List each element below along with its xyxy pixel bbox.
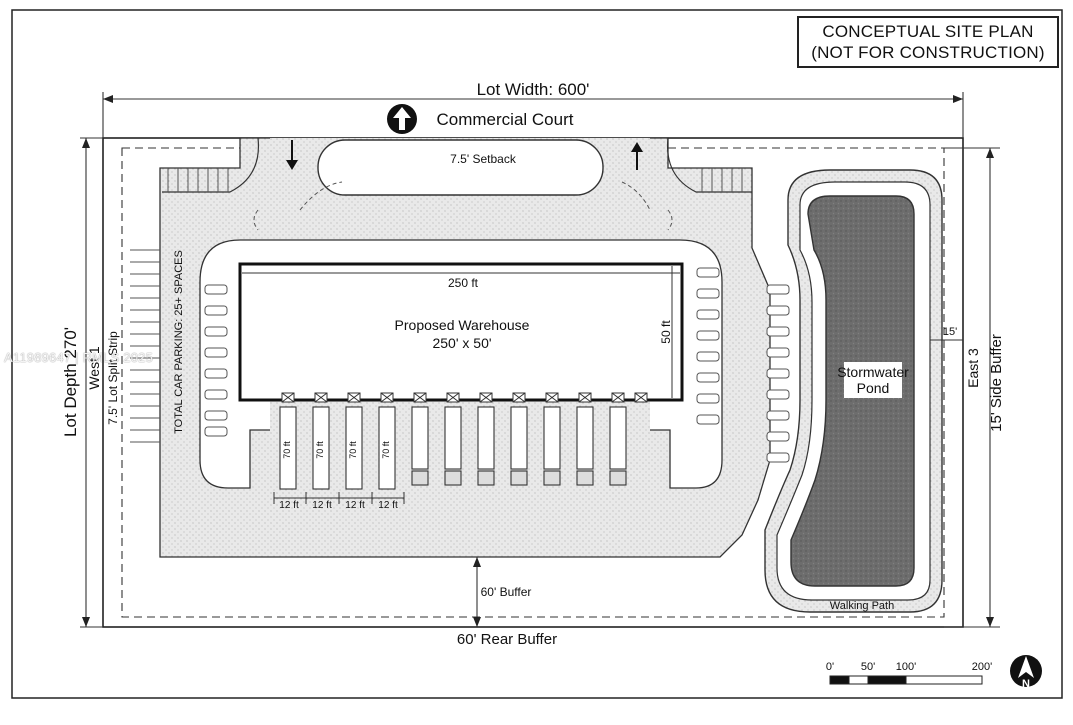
warehouse-name: Proposed Warehouse — [395, 317, 530, 333]
scale-bar — [829, 675, 983, 685]
bay-width-label: 12 ft — [279, 500, 299, 511]
watermark: A11989647 | RMLS 2025 — [4, 350, 153, 365]
side-buffer-label: 15' Side Buffer — [988, 334, 1005, 432]
east-parking-stalls — [696, 267, 790, 463]
bay-width-label: 12 ft — [312, 500, 332, 511]
warehouse-width-label: 250 ft — [448, 276, 479, 290]
east-15-label: 15' — [943, 326, 957, 338]
pond-label-line1: Stormwater — [837, 364, 909, 380]
scale-label: 100' — [896, 661, 916, 673]
bay-length-label: 70 ft — [348, 441, 358, 459]
bay-length-label: 70 ft — [282, 441, 292, 459]
warehouse-footprint — [238, 262, 684, 402]
east-label: East 3 — [965, 348, 981, 388]
top-parking-stalls — [167, 168, 743, 192]
west-parking-stalls — [130, 249, 228, 443]
north-letter: N — [1022, 678, 1030, 690]
bay-width-label: 12 ft — [378, 500, 398, 511]
bay-length-label: 70 ft — [315, 441, 325, 459]
west-label: West 1 — [86, 346, 102, 390]
parking-total-label: TOTAL CAR PARKING: 25+ SPACES — [173, 250, 185, 434]
scale-label: 200' — [972, 661, 992, 673]
dimension-arrows — [82, 95, 994, 627]
north-arrow-street-icon — [387, 104, 417, 134]
dimension-lines — [80, 92, 1000, 628]
scale-label: 0' — [826, 661, 834, 673]
street-name: Commercial Court — [437, 110, 574, 129]
exit-arrow-icon — [631, 142, 643, 170]
truck-bays — [279, 406, 627, 490]
page-border — [11, 9, 1063, 699]
warehouse-size: 250' x 50' — [432, 335, 491, 351]
lot-width-label: Lot Width: 600' — [477, 80, 590, 99]
buffer-60-label: 60' Buffer — [481, 585, 532, 599]
scale-label: 50' — [861, 661, 875, 673]
lot-depth-label: Lot Depth 270' — [61, 327, 80, 437]
setback-label: 7.5' Setback — [450, 152, 517, 166]
warehouse-depth-label: 50 ft — [659, 320, 673, 344]
walking-path-label: Walking Path — [830, 600, 894, 612]
title-line2: (NOT FOR CONSTRUCTION) — [811, 43, 1045, 62]
north-compass-icon — [1010, 655, 1042, 687]
west-strip-label: 7.5' Lot Split Strip — [106, 331, 120, 425]
rear-buffer-label: 60' Rear Buffer — [457, 631, 557, 648]
pond-label-line2: Pond — [857, 380, 890, 396]
bay-width-label: 12 ft — [345, 500, 365, 511]
dock-doors — [281, 392, 648, 403]
entry-arrow-icon — [286, 140, 298, 170]
title-block: CONCEPTUAL SITE PLAN (NOT FOR CONSTRUCTI… — [797, 16, 1059, 68]
bay-length-label: 70 ft — [381, 441, 391, 459]
title-line1: CONCEPTUAL SITE PLAN — [822, 22, 1034, 41]
entry-median — [317, 139, 604, 196]
bay-width-dimensions — [273, 492, 405, 504]
